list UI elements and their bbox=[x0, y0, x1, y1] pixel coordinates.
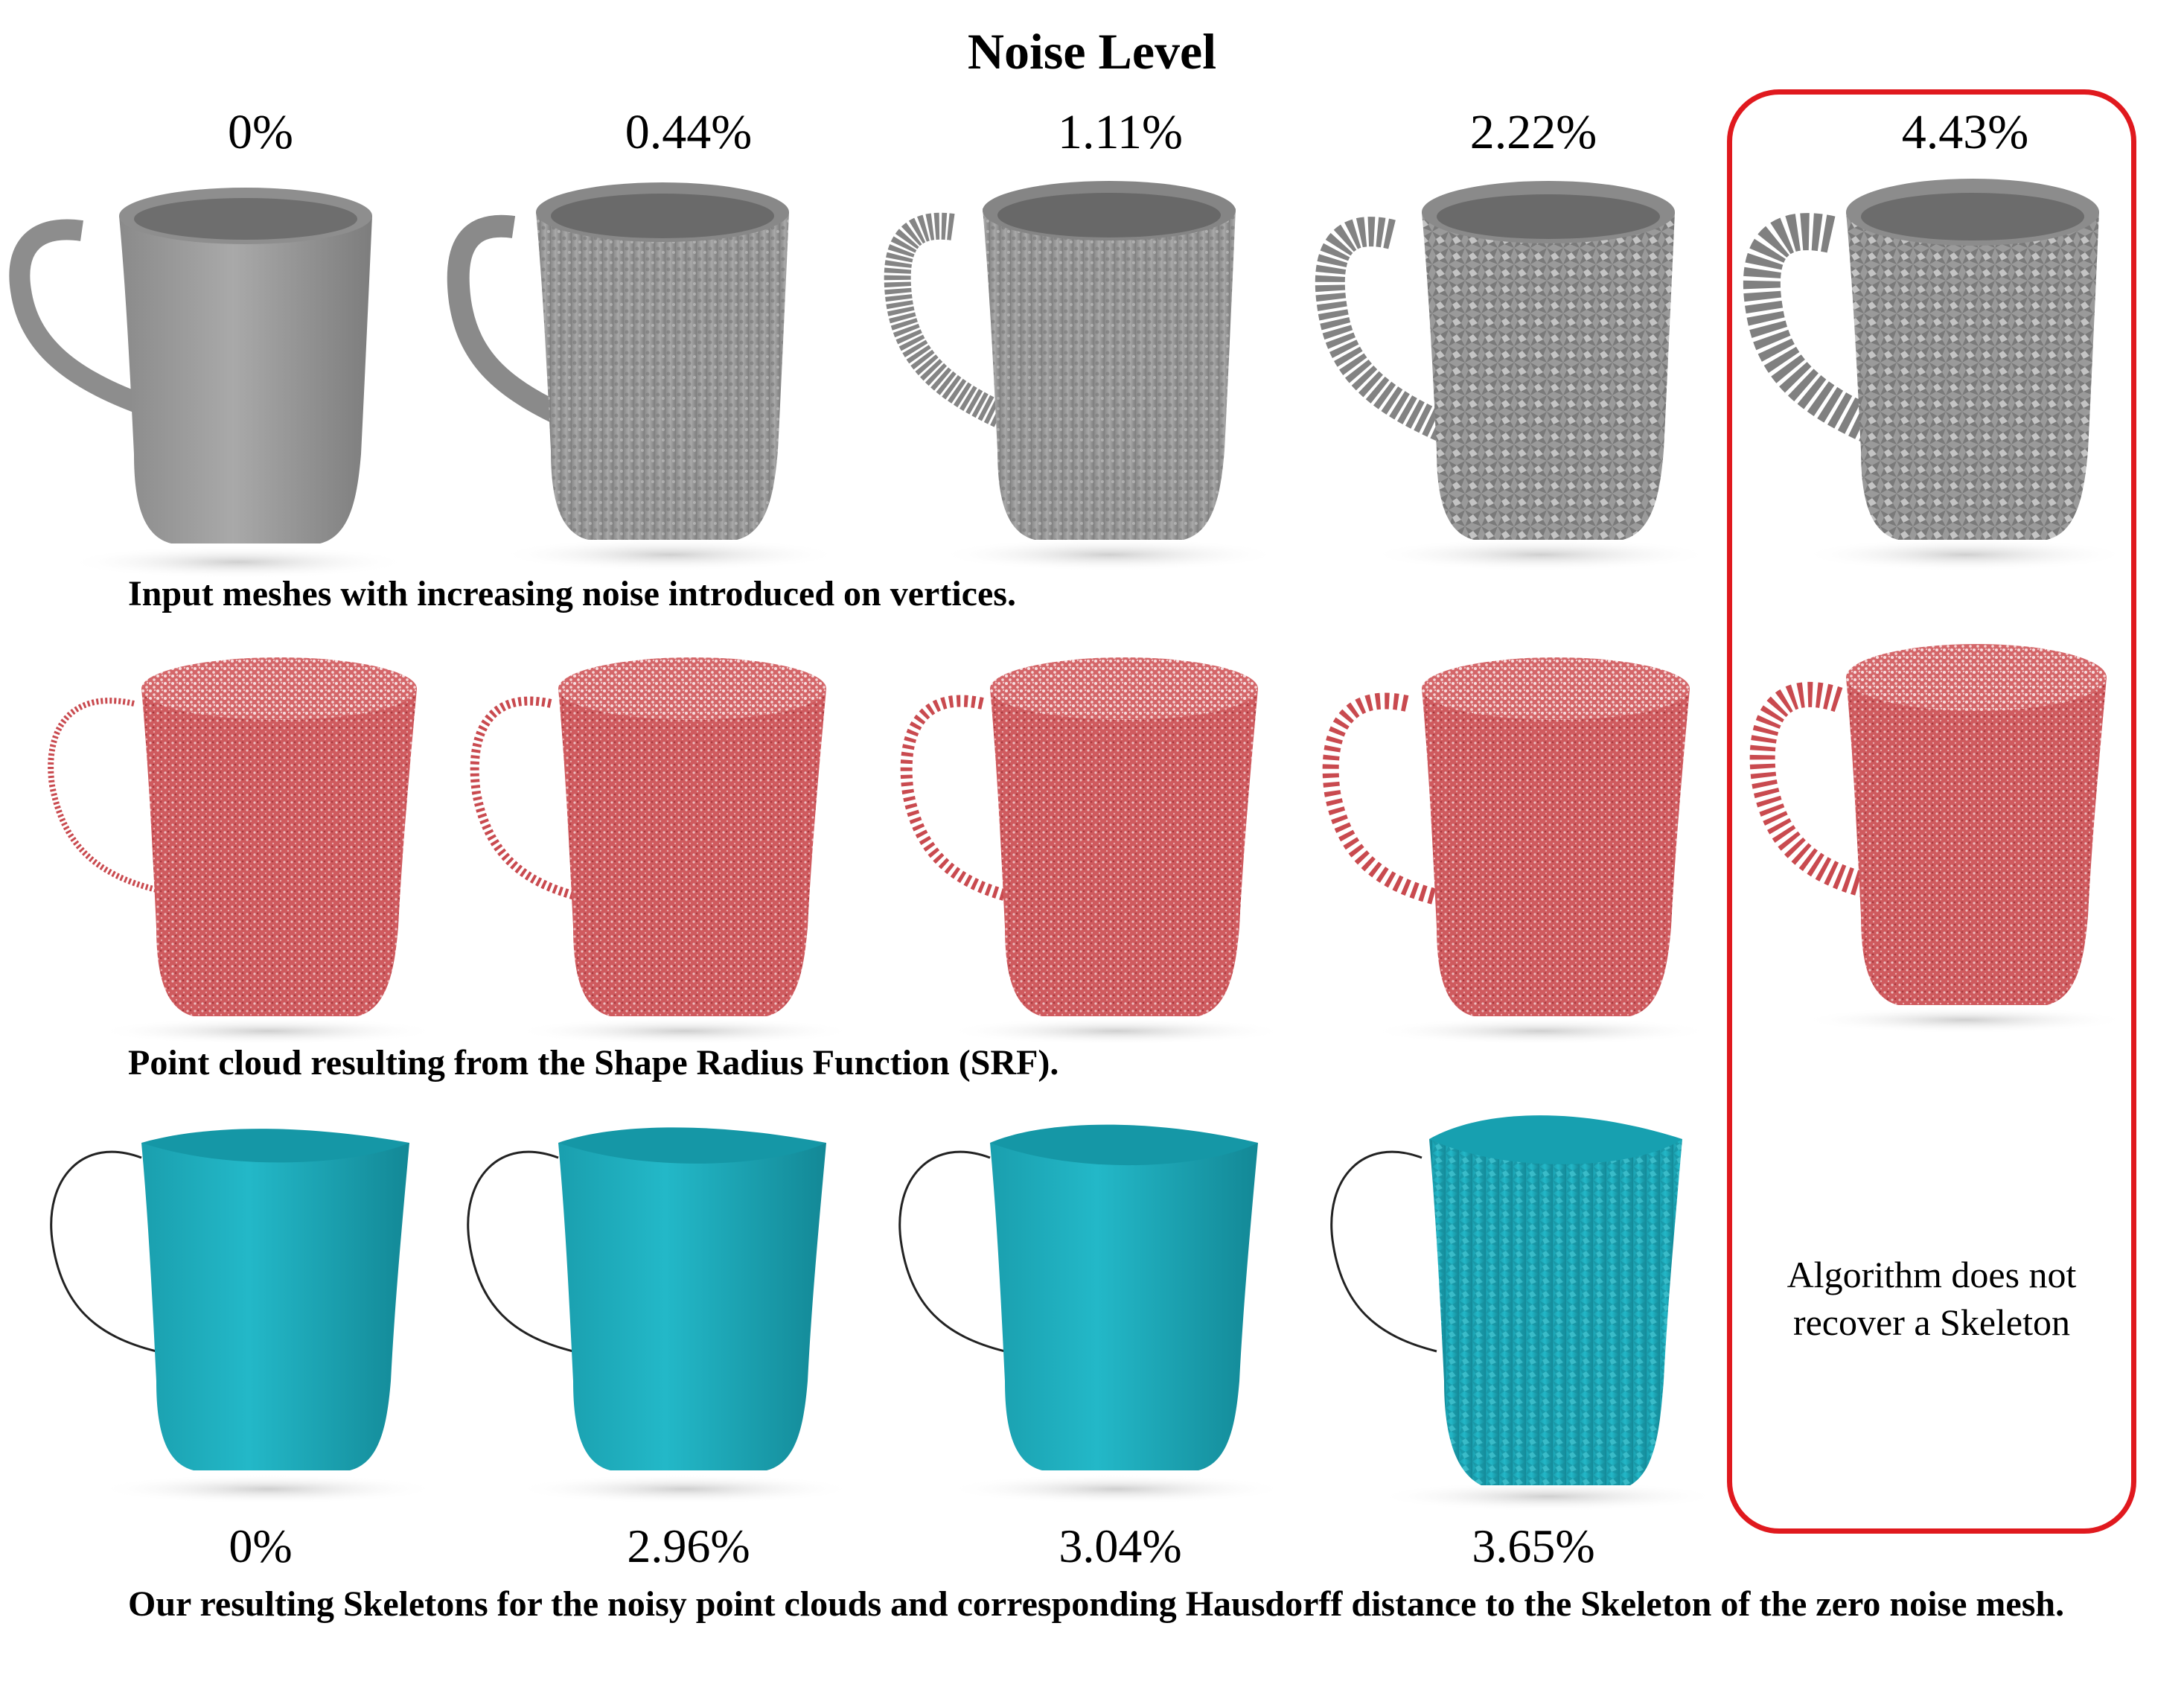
skeleton-image bbox=[50, 1129, 439, 1504]
point-cloud-image bbox=[1322, 657, 1712, 1045]
mesh-image bbox=[1743, 179, 2129, 571]
hausdorff-distance-label: 0% bbox=[229, 1520, 293, 1572]
hausdorff-distance-label: 3.65% bbox=[1472, 1520, 1595, 1572]
figure-title: Noise Level bbox=[967, 23, 1217, 80]
mesh-image bbox=[884, 181, 1280, 571]
point-cloud-image bbox=[900, 657, 1288, 1045]
skeleton-image bbox=[898, 1124, 1288, 1504]
noise-level-label: 0.44% bbox=[625, 105, 753, 159]
hausdorff-distance-label: 2.96% bbox=[627, 1520, 750, 1572]
mesh-row-caption: Input meshes with increasing noise intro… bbox=[128, 574, 1016, 613]
noise-level-label: 1.11% bbox=[1057, 105, 1184, 159]
mesh-image bbox=[1315, 181, 1712, 571]
point-cloud-row-caption: Point cloud resulting from the Shape Rad… bbox=[128, 1043, 1059, 1083]
point-cloud-image bbox=[470, 657, 856, 1045]
noise-level-label: 4.43% bbox=[1901, 105, 2029, 159]
noise-level-label: 0% bbox=[228, 105, 293, 159]
hausdorff-distance-label: 3.04% bbox=[1059, 1520, 1182, 1572]
mesh-image bbox=[447, 182, 841, 571]
mesh-image bbox=[9, 188, 409, 578]
failure-highlight-box bbox=[1727, 89, 2136, 1534]
skeleton-row-caption: Our resulting Skeletons for the noisy po… bbox=[128, 1584, 2065, 1624]
point-cloud-image bbox=[48, 657, 439, 1045]
point-cloud-image bbox=[1749, 644, 2129, 1033]
skeleton-image bbox=[467, 1127, 856, 1504]
failure-note: Algorithm does not recover a Skeleton bbox=[1787, 1254, 2077, 1343]
noise-level-label: 2.22% bbox=[1469, 105, 1597, 159]
skeleton-image bbox=[1330, 1115, 1720, 1511]
